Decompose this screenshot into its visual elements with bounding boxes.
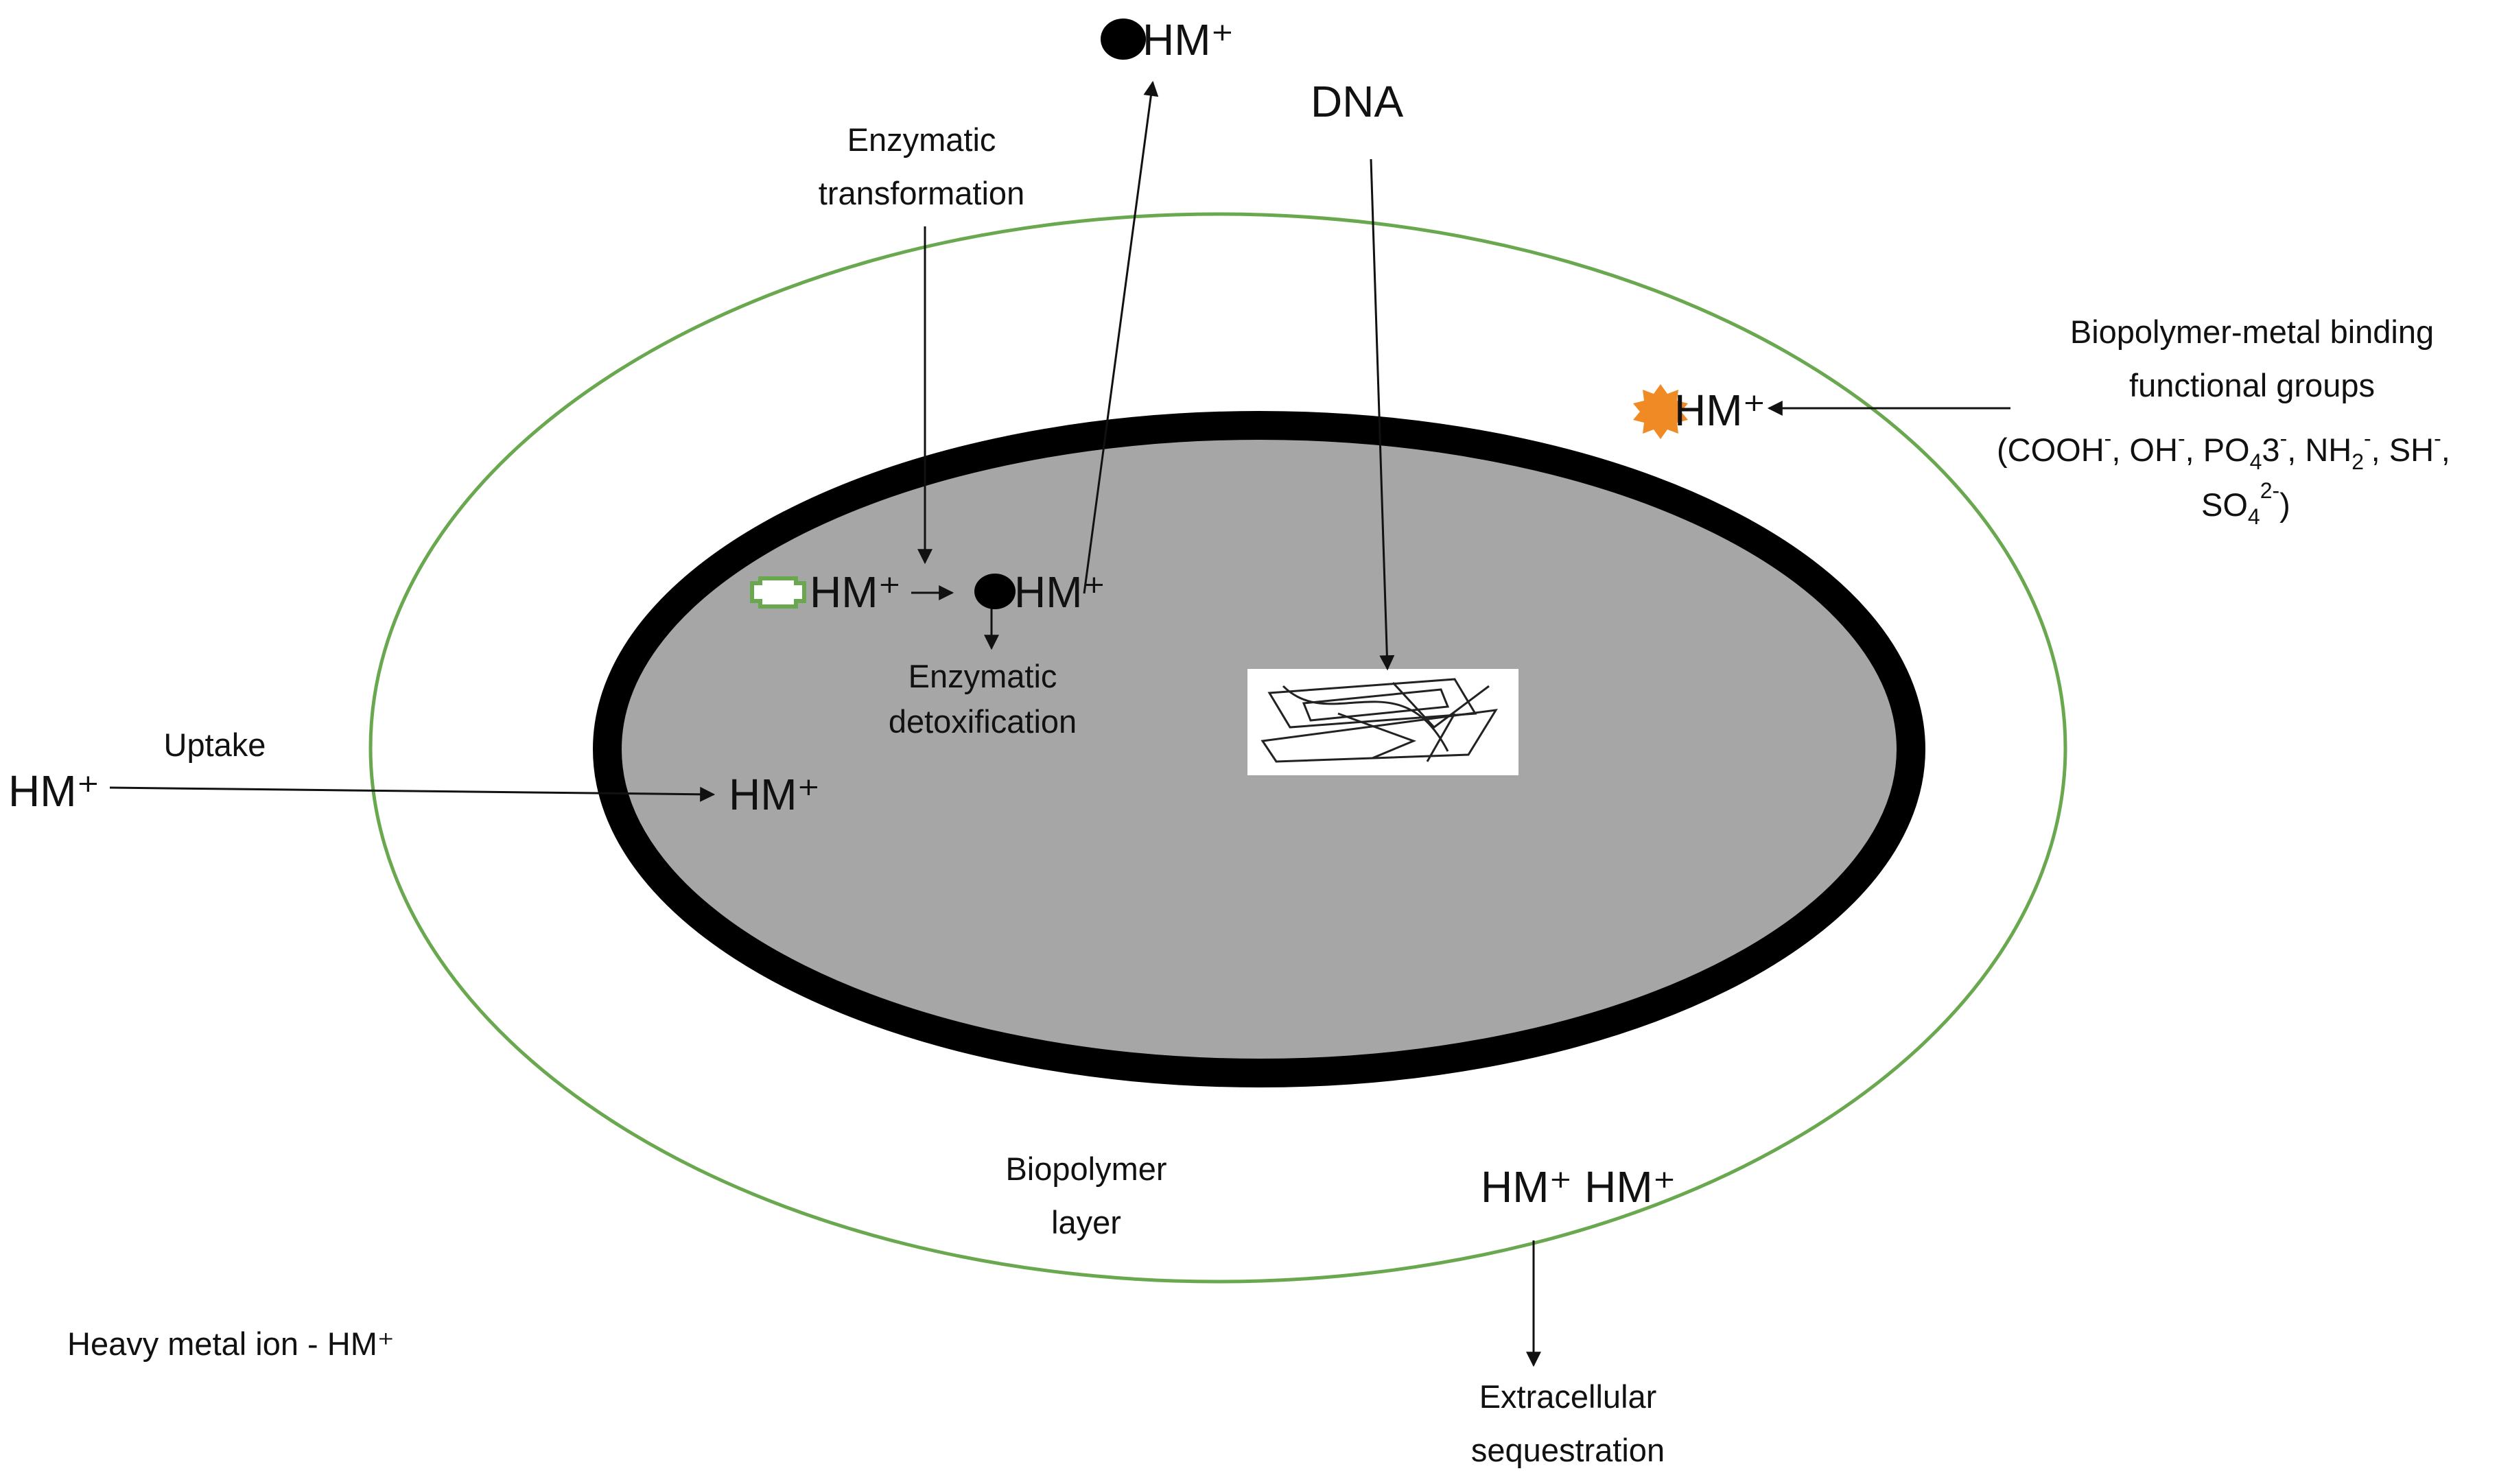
uptake-label: Uptake: [164, 727, 266, 763]
biopolymer-layer-ellipse: [368, 212, 2067, 1284]
binding-groups-label-line1: Biopolymer-metal binding: [2070, 314, 2434, 350]
chelator-dot-icon: [1101, 19, 1146, 60]
export-arrow: [1083, 80, 1159, 594]
hm-pair-label: HM⁺ HM⁺: [1481, 1162, 1676, 1212]
hm-inside-label: HM⁺: [729, 770, 820, 819]
enzyme-icon: [750, 576, 806, 609]
transformed-metal-dot-icon: [974, 574, 1016, 609]
enzymatic-transformation-label-line2: transformation: [819, 175, 1024, 211]
binding-groups-label-line4: SO42-): [2201, 478, 2290, 529]
hm-outside-label: HM⁺: [8, 766, 99, 816]
dna-strand-box: [1247, 669, 1518, 775]
hm-bound-label: HM⁺: [1674, 386, 1766, 435]
extracellular-sequestration-label-line2: sequestration: [1471, 1432, 1665, 1468]
hm-enzyme-input-label: HM⁺: [810, 567, 901, 617]
hm-enzyme-output-label: HM⁺: [1014, 567, 1105, 617]
extracellular-sequestration-label-line1: Extracellular: [1479, 1378, 1657, 1415]
hm-exported-label: HM⁺: [1142, 15, 1234, 64]
legend-label: Heavy metal ion - HM⁺: [67, 1326, 395, 1362]
biopolymer-layer-label-line2: layer: [1051, 1204, 1121, 1240]
uptake-arrow: [109, 786, 716, 802]
binding-groups-label-line2: functional groups: [2129, 367, 2375, 403]
metal-binding-starburst-icon: [1633, 384, 1688, 439]
enzymatic-transformation-label-line1: Enzymatic: [847, 121, 996, 158]
biopolymer-layer-label-line1: Biopolymer: [1005, 1151, 1166, 1187]
dna-arrow: [1370, 158, 1395, 671]
dna-label: DNA: [1311, 77, 1403, 126]
enzymatic-detoxification-label-line2: detoxification: [889, 703, 1077, 740]
enzymatic-detoxification-label-line1: Enzymatic: [908, 658, 1057, 694]
binding-groups-label-line3: (COOH-, OH-, PO43-, NH2-, SH-,: [1997, 426, 2450, 474]
